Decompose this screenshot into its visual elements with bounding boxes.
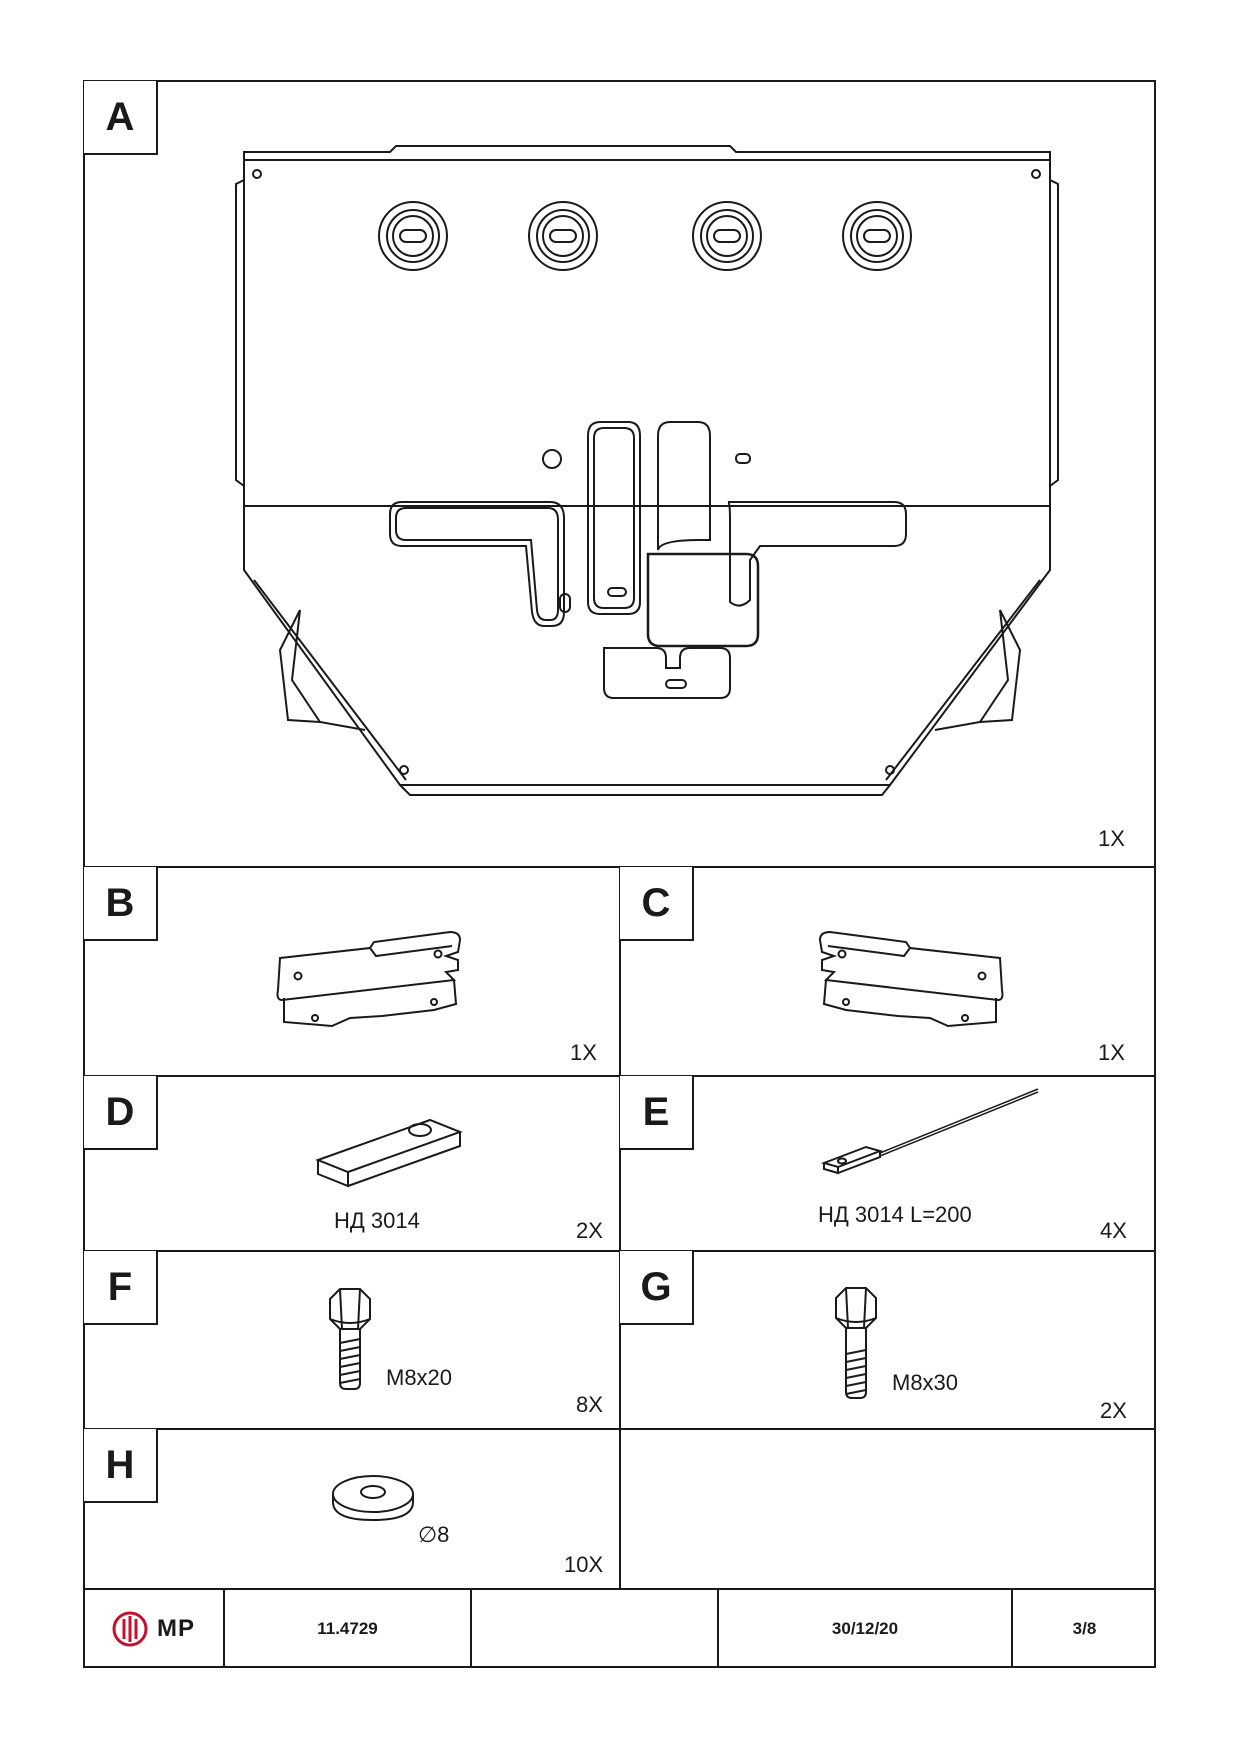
panel-h-label: H <box>84 1429 158 1503</box>
panel-c-label: C <box>620 867 694 941</box>
bracket-c-drawing <box>818 930 1004 1028</box>
plate-e-drawing <box>820 1088 1039 1175</box>
bolt-m8x20-drawing <box>329 1288 371 1390</box>
divider-h <box>83 1588 1156 1590</box>
panel-e-spec: НД 3014 L=200 <box>818 1202 972 1227</box>
panel-h-spec: ∅8 <box>418 1522 450 1547</box>
brand-logo-icon <box>112 1611 148 1647</box>
plate-d-drawing <box>315 1118 463 1188</box>
bracket-b-drawing <box>276 930 462 1028</box>
panel-a-label: A <box>84 81 158 155</box>
bolt-m8x30-drawing <box>835 1287 877 1399</box>
panel-f-spec: M8x20 <box>386 1365 453 1390</box>
center-divider <box>619 866 621 1589</box>
panel-d-spec: НД 3014 <box>334 1208 420 1233</box>
brand-logo-text: MP <box>157 1615 195 1642</box>
part-number: 11.4729 <box>223 1590 470 1668</box>
skid-plate-drawing <box>235 145 1059 796</box>
panel-f-label: F <box>84 1251 158 1325</box>
title-block: MP 11.4729 30/12/20 3/8 <box>83 1590 1156 1668</box>
panel-g-label: G <box>620 1251 694 1325</box>
panel-e-qty: 4X <box>1100 1218 1127 1243</box>
panel-b-label: B <box>84 867 158 941</box>
panel-g-spec: M8x30 <box>892 1370 959 1395</box>
date: 30/12/20 <box>717 1590 1011 1668</box>
panel-d-label: D <box>84 1076 158 1150</box>
blank-cell <box>470 1590 717 1668</box>
panel-f-qty: 8X <box>576 1392 603 1417</box>
brand-logo: MP <box>111 1610 195 1648</box>
logo-cell: MP <box>83 1590 223 1668</box>
panel-b-qty: 1X <box>570 1040 597 1065</box>
panel-h-qty: 10X <box>564 1552 604 1577</box>
panel-e-label: E <box>620 1076 694 1150</box>
panel-g-qty: 2X <box>1100 1398 1127 1423</box>
page-number: 3/8 <box>1011 1590 1156 1668</box>
panel-c-qty: 1X <box>1098 1040 1125 1065</box>
panel-d-qty: 2X <box>576 1218 603 1243</box>
panel-a-qty: 1X <box>1098 826 1125 851</box>
washer-drawing <box>332 1475 414 1522</box>
